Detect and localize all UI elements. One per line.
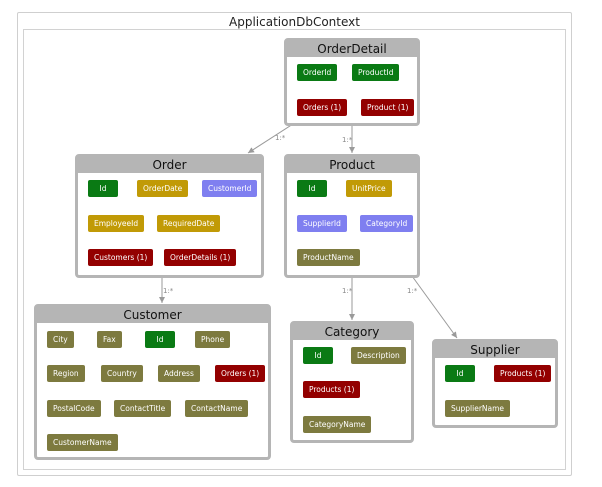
multiplicity-label: 1:* — [407, 287, 418, 295]
field-chip[interactable]: Id — [88, 180, 118, 197]
field-chip[interactable]: ProductId — [352, 64, 400, 81]
entity-title: Product — [287, 157, 417, 173]
field-chip[interactable]: SupplierName — [445, 400, 511, 417]
edge-orderdetail-order — [247, 123, 294, 154]
field-chip[interactable]: CustomerName — [47, 434, 118, 451]
field-chip[interactable]: Id — [297, 180, 327, 197]
entity-order[interactable]: Order Id OrderDate CustomerId EmployeeId… — [75, 154, 264, 278]
field-chip[interactable]: RequiredDate — [157, 215, 221, 232]
entity-title: Supplier — [435, 342, 555, 358]
field-chip[interactable]: Id — [445, 365, 475, 382]
field-chip[interactable]: Address — [158, 365, 200, 382]
field-chip[interactable]: CategoryId — [360, 215, 414, 232]
field-chip[interactable]: Country — [101, 365, 143, 382]
entity-customer[interactable]: Customer City Fax Id Phone Region Countr… — [34, 304, 271, 460]
dbcontext-body — [23, 29, 566, 470]
field-chip[interactable]: PostalCode — [47, 400, 101, 417]
field-chip[interactable]: Products (1) — [494, 365, 552, 382]
multiplicity-label: 1:* — [163, 287, 174, 295]
entity-title: OrderDetail — [287, 41, 417, 57]
field-chip[interactable]: Product (1) — [361, 99, 415, 116]
entity-title: Order — [78, 157, 261, 173]
field-chip[interactable]: Orders (1) — [297, 99, 348, 116]
field-chip[interactable]: CustomerId — [202, 180, 258, 197]
entity-product[interactable]: Product Id UnitPrice SupplierId Category… — [284, 154, 420, 278]
entity-category[interactable]: Category Id Description Products (1) Cat… — [290, 321, 414, 443]
field-chip[interactable]: SupplierId — [297, 215, 347, 232]
field-chip[interactable]: City — [47, 331, 74, 348]
field-chip[interactable]: OrderDetails (1) — [164, 249, 237, 266]
field-chip[interactable]: ProductName — [297, 249, 360, 266]
multiplicity-label: 1:* — [342, 287, 353, 295]
field-chip[interactable]: Products (1) — [303, 381, 361, 398]
field-chip[interactable]: Id — [145, 331, 175, 348]
multiplicity-label: 1:* — [275, 134, 286, 142]
field-chip[interactable]: OrderDate — [137, 180, 189, 197]
field-chip[interactable]: ContactTitle — [114, 400, 172, 417]
field-chip[interactable]: Phone — [195, 331, 231, 348]
field-chip[interactable]: OrderId — [297, 64, 338, 81]
entity-supplier[interactable]: Supplier Id Products (1) SupplierName — [432, 339, 558, 428]
field-chip[interactable]: Customers (1) — [88, 249, 154, 266]
dbcontext-title: ApplicationDbContext — [229, 15, 360, 29]
field-chip[interactable]: ContactName — [185, 400, 249, 417]
field-chip[interactable]: Region — [47, 365, 85, 382]
field-chip[interactable]: CategoryName — [303, 416, 372, 433]
field-chip[interactable]: Description — [351, 347, 406, 364]
edge-product-supplier — [411, 275, 458, 339]
entity-orderdetail[interactable]: OrderDetail OrderId ProductId Orders (1)… — [284, 38, 420, 126]
entity-title: Customer — [37, 307, 268, 323]
field-chip[interactable]: Orders (1) — [215, 365, 266, 382]
multiplicity-label: 1:* — [342, 136, 353, 144]
field-chip[interactable]: UnitPrice — [346, 180, 392, 197]
entity-title: Category — [293, 324, 411, 340]
field-chip[interactable]: Fax — [97, 331, 122, 348]
field-chip[interactable]: Id — [303, 347, 333, 364]
field-chip[interactable]: EmployeeId — [88, 215, 145, 232]
